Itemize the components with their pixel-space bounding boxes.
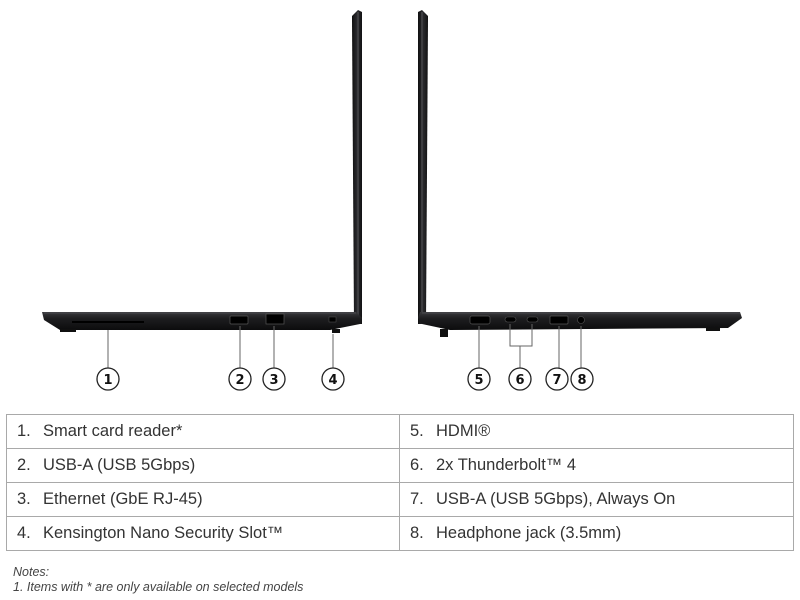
table-row: 3.Ethernet (GbE RJ-45) 7.USB-A (USB 5Gbp… xyxy=(6,482,794,517)
table-row: 2.USB-A (USB 5Gbps) 6.2x Thunderbolt™ 4 xyxy=(6,448,794,483)
port-cell-4: 4.Kensington Nano Security Slot™ xyxy=(6,516,400,551)
thunderbolt-port-2 xyxy=(526,316,539,323)
laptop-side-views-illustration: 1 2 3 4 5 6 7 8 xyxy=(42,10,742,391)
usb-a-port-left xyxy=(229,315,249,325)
right-lid-edge xyxy=(421,12,423,322)
right-foot-front xyxy=(706,328,720,331)
right-side-laptop xyxy=(418,10,742,337)
notes-line-1: 1. Items with * are only available on se… xyxy=(13,580,304,594)
kensington-slot xyxy=(328,316,337,323)
notes: Notes: 1. Items with * are only availabl… xyxy=(13,565,303,595)
callout-1: 1 xyxy=(96,367,120,391)
right-foot-rear xyxy=(440,329,448,337)
port-cell-1: 1.Smart card reader* xyxy=(6,414,400,449)
port-cell-6: 6.2x Thunderbolt™ 4 xyxy=(399,448,794,483)
port-cell-7: 7.USB-A (USB 5Gbps), Always On xyxy=(399,482,794,517)
callout-7: 7 xyxy=(545,367,569,391)
hdmi-port xyxy=(469,315,491,325)
notes-heading: Notes: xyxy=(13,565,50,579)
port-cell-3: 3.Ethernet (GbE RJ-45) xyxy=(6,482,400,517)
left-side-laptop xyxy=(42,10,362,333)
callout-2: 2 xyxy=(228,367,252,391)
svg-text:7: 7 xyxy=(552,373,561,388)
port-cell-5: 5.HDMI® xyxy=(399,414,794,449)
table-row: 4.Kensington Nano Security Slot™ 8.Headp… xyxy=(6,516,794,551)
usb-a-port-right xyxy=(549,315,569,325)
port-cell-8: 8.Headphone jack (3.5mm) xyxy=(399,516,794,551)
ports-legend-table: 1.Smart card reader* 5.HDMI® 2.USB-A (US… xyxy=(6,414,794,551)
svg-text:5: 5 xyxy=(474,373,483,388)
table-row: 1.Smart card reader* 5.HDMI® xyxy=(6,414,794,449)
svg-text:1: 1 xyxy=(103,373,112,388)
callout-8: 8 xyxy=(570,367,594,391)
leader-lines xyxy=(107,324,582,368)
thunderbolt-port-1 xyxy=(504,316,517,323)
svg-text:8: 8 xyxy=(577,373,586,388)
left-lid-edge xyxy=(357,12,359,322)
ethernet-port xyxy=(265,313,285,325)
port-cell-2: 2.USB-A (USB 5Gbps) xyxy=(6,448,400,483)
svg-text:3: 3 xyxy=(269,373,278,388)
callout-5: 5 xyxy=(467,367,491,391)
callout-4: 4 xyxy=(321,367,345,391)
callout-3: 3 xyxy=(262,367,286,391)
left-foot-front xyxy=(60,329,76,332)
headphone-jack xyxy=(577,316,585,324)
smart-card-slot xyxy=(72,321,144,323)
svg-text:6: 6 xyxy=(515,373,524,388)
svg-text:4: 4 xyxy=(328,373,337,388)
svg-text:2: 2 xyxy=(235,373,244,388)
left-foot-rear xyxy=(332,329,340,333)
callout-6: 6 xyxy=(508,367,532,391)
